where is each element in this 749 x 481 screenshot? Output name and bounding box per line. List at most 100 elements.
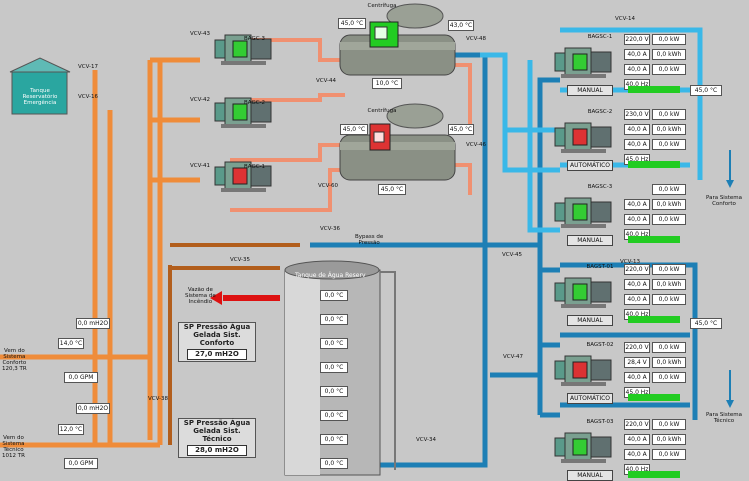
valve-label: VCV-44 (316, 78, 337, 84)
chiller-1-bottom-value: 10,0 °C (372, 78, 402, 89)
valve-label: VCV-46 (466, 142, 487, 148)
secondary_pumps-pump-power: 0,0 kWh (652, 357, 686, 368)
right-value: 45,0 °C (690, 85, 722, 96)
cond-pump-label: BAGC-1 (244, 164, 266, 170)
secondary_pumps-pump-label: BAGST-03 (586, 419, 614, 425)
secondary_pumps-pump-power: 0,0 kW (652, 372, 686, 383)
primary_pumps-pump-mode-button[interactable]: MANUAL (567, 235, 613, 246)
secondary_pumps-pump-value: 28,4 V (624, 357, 650, 368)
primary_pumps-pump-run-indicator (628, 236, 680, 243)
primary_pumps-pump-value: 40,0 A (624, 64, 650, 75)
primary_pumps-pump-value: 40,0 A (624, 124, 650, 135)
secondary_pumps-pump-value: 220,0 V (624, 342, 650, 353)
cond-pump-3[interactable] (214, 161, 272, 192)
valve-label: VCV-16 (78, 94, 99, 100)
tank-level-value: 0,0 °C (320, 290, 348, 301)
setpoint-technic-title: SP Pressão Água Gelada Sist. Técnico (183, 419, 251, 443)
valve-label: VCV-60 (318, 183, 339, 189)
chiller-2-bottom-value: 45,0 °C (378, 184, 406, 195)
emergency-arrow-head (210, 291, 222, 305)
secondary_pumps-pump-power: 0,0 kW (652, 342, 686, 353)
emergency-label: Vazão de Sistema de Incêndio (185, 287, 216, 305)
chiller-2-title: Centrífuga (367, 108, 397, 114)
valve-label: VCV-17 (78, 64, 99, 70)
setpoint-technic[interactable]: SP Pressão Água Gelada Sist. Técnico 28,… (178, 418, 256, 458)
primary_pumps-pump-run-indicator (628, 86, 680, 93)
primary_pumps-pump-mode-button[interactable]: MANUAL (567, 85, 613, 96)
secondary_pumps-pump-value: 40,0 A (624, 294, 650, 305)
primary_pumps-pump-power: 0,0 kW (652, 139, 686, 150)
primary_pumps-pump-0[interactable] (554, 47, 612, 78)
bypass-pipes (168, 243, 300, 445)
secondary_pumps-pump-mode-button[interactable]: AUTOMÁTICO (567, 393, 613, 404)
primary_pumps-pump-power: 0,0 kWh (652, 199, 686, 210)
primary_pumps-pump-value: 40,0 A (624, 214, 650, 225)
right-value: 45,0 °C (690, 318, 722, 329)
confort-flow: 0,0 GPM (64, 372, 98, 383)
valve-label: VCV-35 (230, 257, 251, 263)
secondary_pumps-pump-0[interactable] (554, 277, 612, 308)
primary_pumps-pump-power: 0,0 kW (652, 64, 686, 75)
valve-label: VCV-34 (416, 437, 437, 443)
setpoint-confort-title: SP Pressão Água Gelada Sist. Conforto (183, 323, 251, 347)
secondary_pumps-pump-run-indicator (628, 394, 680, 401)
confort-pressure: 0,0 mH2O (76, 318, 110, 329)
hot-water-pipes (230, 38, 472, 212)
cond-pump-label: BAGC-3 (244, 36, 266, 42)
secondary_pumps-pump-label: BAGST-02 (586, 342, 614, 348)
secondary_pumps-pump-value: 40,0 A (624, 434, 650, 445)
primary_pumps-pump-label: BAGSC-3 (587, 184, 613, 190)
cond-pump-1[interactable] (214, 34, 272, 65)
primary_pumps-pump-label: BAGSC-2 (587, 109, 613, 115)
chiller-2[interactable] (339, 103, 456, 181)
secondary_pumps-pump-1[interactable] (554, 355, 612, 386)
secondary_pumps-pump-power: 0,0 kW (652, 419, 686, 430)
primary_pumps-pump-power: 0,0 kW (652, 109, 686, 120)
tank-level-value: 0,0 °C (320, 386, 348, 397)
primary_pumps-pump-power: 0,0 kW (652, 214, 686, 225)
primary_pumps-pump-value: 230,0 V (624, 109, 650, 120)
tank-level-value: 0,0 °C (320, 338, 348, 349)
confort-temp: 14,0 °C (58, 338, 84, 349)
cond-pump-2[interactable] (214, 97, 272, 128)
secondary_pumps-pump-mode-button[interactable]: MANUAL (567, 470, 613, 481)
secondary_pumps-pump-run-indicator (628, 316, 680, 323)
valve-label: VCV-13 (620, 259, 641, 265)
chiller-2-top-value: 45,0 °C (340, 124, 368, 135)
from-confort-label: Vem do Sistema Conforto 120,3 TR (2, 348, 27, 372)
secondary_pumps-pump-mode-button[interactable]: MANUAL (567, 315, 613, 326)
valve-label: VCV-48 (466, 36, 487, 42)
chilled-water-pipes (310, 52, 560, 468)
chiller-2-right-value: 45,0 °C (448, 124, 474, 135)
primary_pumps-pump-power: 0,0 kW (652, 184, 686, 195)
technic-temp: 12,0 °C (58, 424, 84, 435)
tank-level-value: 0,0 °C (320, 458, 348, 469)
primary_pumps-pump-power: 0,0 kWh (652, 124, 686, 135)
setpoint-technic-value[interactable]: 28,0 mH2O (187, 445, 247, 456)
primary_pumps-pump-power: 0,0 kW (652, 34, 686, 45)
valve-label: VCV-14 (615, 16, 636, 22)
primary_pumps-pump-2[interactable] (554, 197, 612, 228)
cond-pump-label: BAGC-2 (244, 100, 266, 106)
tank-level-value: 0,0 °C (320, 362, 348, 373)
secondary_pumps-pump-label: BAGST-01 (586, 264, 614, 270)
pump-shapes (214, 34, 612, 463)
secondary_pumps-pump-value: 40,0 A (624, 279, 650, 290)
primary_pumps-pump-1[interactable] (554, 122, 612, 153)
chiller-1[interactable] (339, 3, 456, 76)
tank-level-value: 0,0 °C (320, 434, 348, 445)
chiller-1-right-value: 43,0 °C (448, 20, 474, 31)
setpoint-confort[interactable]: SP Pressão Água Gelada Sist. Conforto 27… (178, 322, 256, 362)
primary_pumps-pump-mode-button[interactable]: AUTOMÁTICO (567, 160, 613, 171)
tank-level-value: 0,0 °C (320, 410, 348, 421)
secondary_pumps-pump-2[interactable] (554, 432, 612, 463)
valve-label: VCV-47 (503, 354, 524, 360)
setpoint-confort-value[interactable]: 27,0 mH2O (187, 349, 247, 360)
primary_pumps-pump-run-indicator (628, 161, 680, 168)
valve-label: VCV-45 (502, 252, 523, 258)
secondary_pumps-pump-power: 0,0 kWh (652, 434, 686, 445)
secondary_pumps-pump-power: 0,0 kW (652, 294, 686, 305)
primary_pumps-pump-power: 0,0 kWh (652, 49, 686, 60)
tank-level-value: 0,0 °C (320, 314, 348, 325)
